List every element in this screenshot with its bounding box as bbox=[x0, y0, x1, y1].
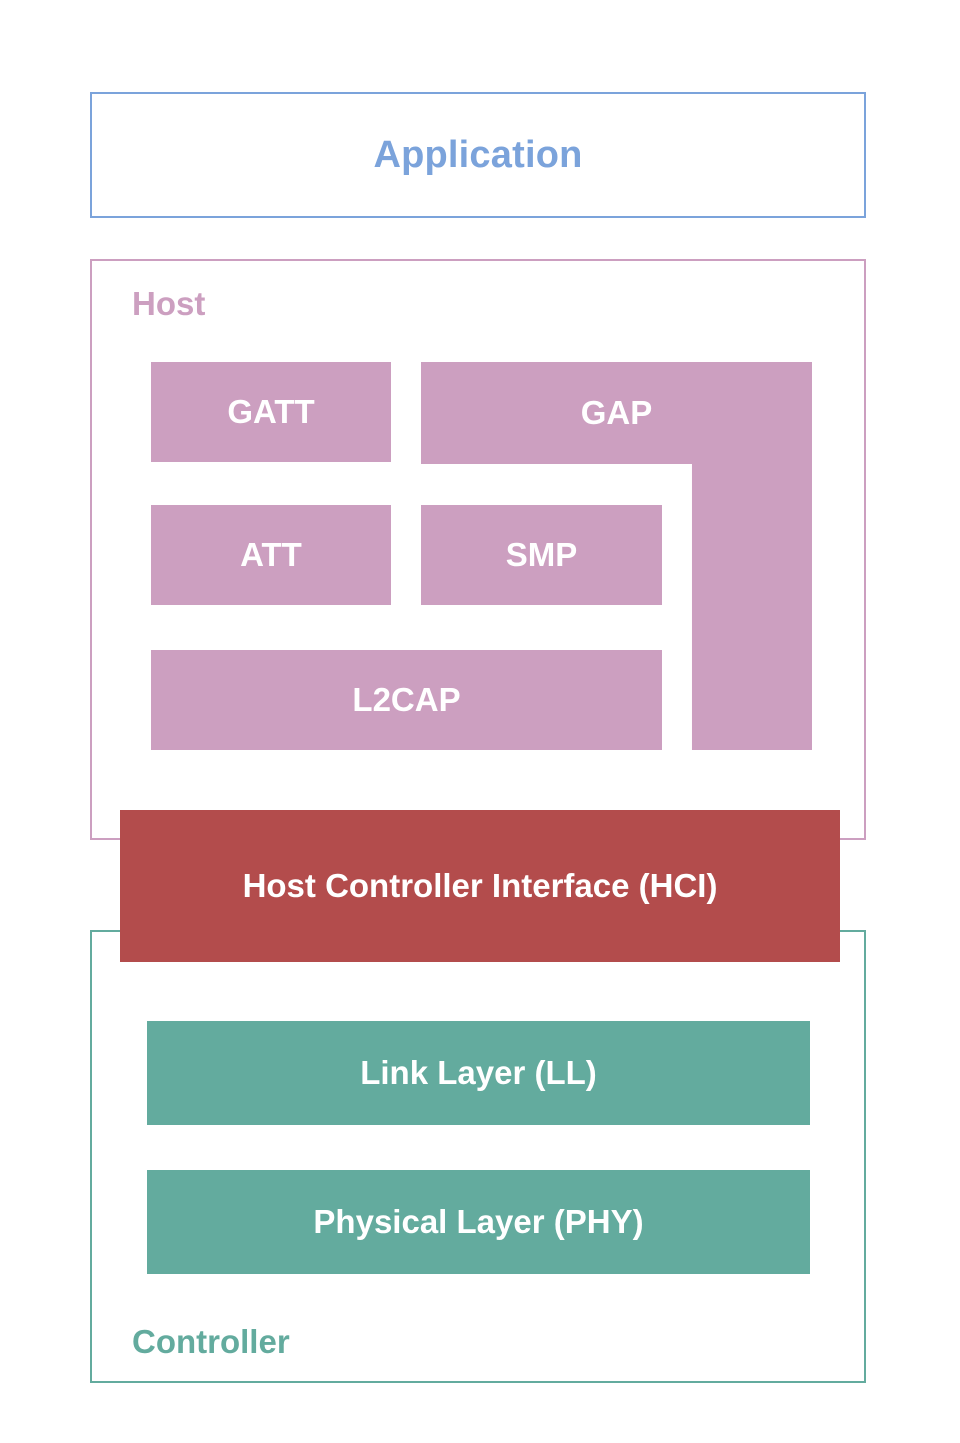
host-controller-interface-box: Host Controller Interface (HCI) bbox=[120, 810, 840, 962]
application-layer-box: Application bbox=[90, 92, 866, 218]
host-block-smp: SMP bbox=[421, 505, 662, 605]
host-block-att: ATT bbox=[151, 505, 391, 605]
controller-block-physical-layer: Physical Layer (PHY) bbox=[147, 1170, 810, 1274]
host-block-gap-label: GAP bbox=[580, 394, 653, 431]
host-block-gatt-label: GATT bbox=[227, 393, 315, 430]
host-block-gatt: GATT bbox=[151, 362, 391, 462]
application-layer-label: Application bbox=[373, 133, 583, 176]
controller-section-title: Controller bbox=[132, 1323, 290, 1360]
host-block-l2cap: L2CAP bbox=[151, 650, 662, 750]
controller-block-link-layer: Link Layer (LL) bbox=[147, 1021, 810, 1125]
controller-block-physical-layer-label: Physical Layer (PHY) bbox=[313, 1203, 644, 1240]
host-block-l2cap-label: L2CAP bbox=[352, 681, 461, 718]
host-section-title: Host bbox=[132, 285, 206, 322]
controller-container: Controller bbox=[90, 930, 866, 1383]
host-block-smp-label: SMP bbox=[505, 536, 578, 573]
host-block-att-label: ATT bbox=[240, 536, 302, 573]
host-controller-interface-label: Host Controller Interface (HCI) bbox=[242, 867, 718, 904]
controller-block-link-layer-label: Link Layer (LL) bbox=[360, 1054, 597, 1091]
